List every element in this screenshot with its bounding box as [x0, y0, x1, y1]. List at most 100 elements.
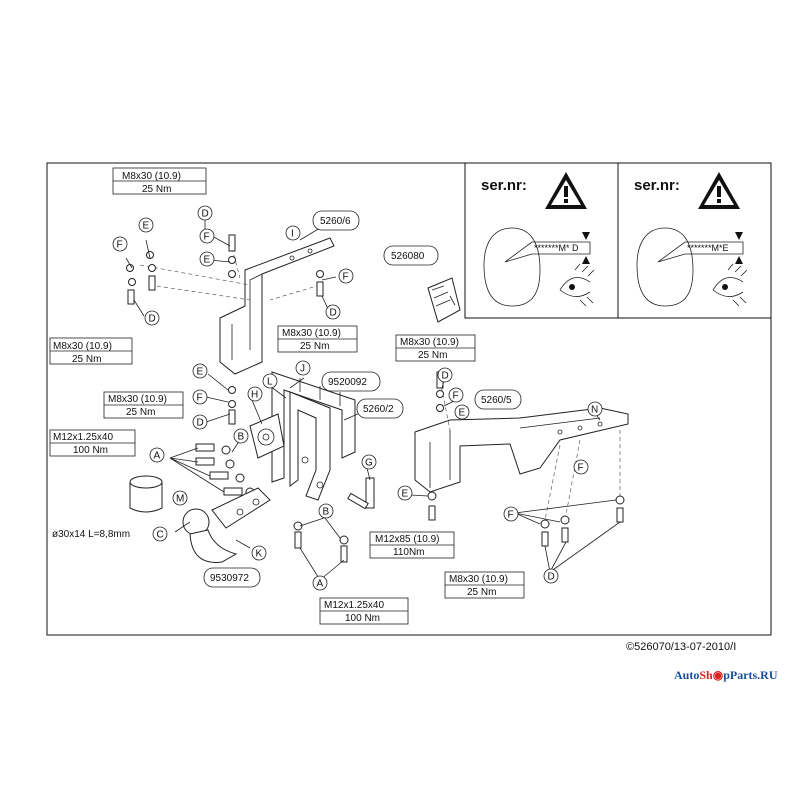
callout-F: F — [508, 510, 514, 521]
callout-F: F — [453, 391, 459, 402]
callout-H: H — [251, 390, 258, 401]
callout-A: A — [317, 579, 324, 590]
callout-F: F — [197, 393, 203, 404]
serial-label: ser.nr: — [481, 177, 527, 194]
callout-E: E — [402, 489, 409, 500]
callout-E: E — [143, 221, 150, 232]
svg-text:526080: 526080 — [391, 251, 425, 262]
svg-text:M8x30 (10.9): M8x30 (10.9) — [282, 328, 341, 339]
callout-D: D — [202, 209, 209, 220]
spec-m8-top: M8x30 (10.9) 25 Nm — [112, 167, 207, 195]
svg-text:25 Nm: 25 Nm — [467, 587, 496, 598]
callout-F: F — [578, 463, 584, 474]
warning-triangle-icon — [545, 172, 587, 209]
spec-m8-left-mid: M8x30 (10.9) 25 Nm — [103, 391, 184, 419]
svg-text:M12x85 (10.9): M12x85 (10.9) — [375, 534, 439, 545]
spec-ball: ø30x14 L=8,8mm — [52, 529, 130, 540]
callout-A: A — [154, 451, 161, 462]
eye-icon — [712, 263, 748, 307]
spec-m8-bottom-right: M8x30 (10.9) 25 Nm — [444, 571, 525, 599]
svg-text:M8x30 (10.9): M8x30 (10.9) — [122, 171, 181, 182]
callout-D: D — [548, 572, 555, 583]
callout-F: F — [343, 272, 349, 283]
part-label-5260-5: 5260/5 — [474, 389, 522, 410]
svg-text:M12x1.25x40: M12x1.25x40 — [324, 600, 384, 611]
spec-m12x85: M12x85 (10.9) 110Nm — [369, 531, 455, 559]
watermark-part-1: Auto — [674, 668, 700, 682]
watermark-o-icon: ◉ — [712, 668, 724, 682]
callout-D: D — [442, 371, 449, 382]
serial-code: *******M* D — [534, 243, 579, 253]
callout-D: D — [149, 314, 156, 325]
callout-B: B — [323, 507, 330, 518]
serial-label: ser.nr: — [634, 177, 680, 194]
callout-E: E — [204, 255, 211, 266]
bracket-5260-5 — [414, 407, 629, 493]
callout-D: D — [330, 308, 337, 319]
warning-triangle-icon — [698, 172, 740, 209]
spec-m8-right-top: M8x30 (10.9) 25 Nm — [395, 334, 476, 362]
callout-E: E — [197, 367, 204, 378]
svg-text:25 Nm: 25 Nm — [142, 184, 171, 195]
site-watermark: AutoSh◉pParts.RU — [674, 668, 778, 683]
part-label-526080: 526080 — [383, 245, 439, 266]
ball-cap — [129, 475, 163, 513]
fastener-group-bottom — [293, 477, 375, 563]
warning-panel-d: ser.nr: *******M* D — [464, 162, 619, 319]
frame-9520092 — [271, 371, 356, 501]
svg-text:M12x1.25x40: M12x1.25x40 — [53, 432, 113, 443]
tow-ball-9530972 — [182, 487, 271, 563]
callout-C: C — [157, 530, 164, 541]
socket-plate — [249, 413, 285, 459]
plate-526080 — [427, 277, 461, 323]
svg-text:100 Nm: 100 Nm — [345, 613, 380, 624]
bracket-5260-6 — [219, 237, 335, 375]
svg-text:M8x30 (10.9): M8x30 (10.9) — [449, 574, 508, 585]
svg-text:100 Nm: 100 Nm — [73, 445, 108, 456]
spec-m8-mid-top: M8x30 (10.9) 25 Nm — [277, 325, 358, 353]
callout-J: J — [300, 364, 305, 375]
svg-text:25 Nm: 25 Nm — [72, 354, 101, 365]
svg-text:5260/6: 5260/6 — [320, 216, 351, 227]
svg-text:110Nm: 110Nm — [393, 547, 425, 558]
callout-K: K — [256, 549, 263, 560]
warning-panel-e: ser.nr: *******M*E — [617, 162, 772, 319]
callout-B: B — [238, 432, 245, 443]
part-label-5260-2: 5260/2 — [356, 398, 404, 419]
spec-m12-left: M12x1.25x40 100 Nm — [49, 429, 136, 457]
svg-text:ø30x14 L=8,8mm: ø30x14 L=8,8mm — [52, 529, 130, 540]
part-label-9520092: 9520092 — [321, 371, 381, 392]
leader-lines — [125, 213, 621, 581]
svg-text:25 Nm: 25 Nm — [418, 350, 447, 361]
callout-I: I — [291, 229, 294, 240]
part-label-9530972: 9530972 — [203, 567, 261, 588]
svg-text:9530972: 9530972 — [210, 573, 249, 584]
svg-text:M8x30 (10.9): M8x30 (10.9) — [108, 394, 167, 405]
callout-D: D — [197, 418, 204, 429]
callout-L: L — [267, 377, 273, 388]
svg-text:9520092: 9520092 — [328, 377, 367, 388]
svg-text:25 Nm: 25 Nm — [300, 341, 329, 352]
watermark-part-3: pParts.RU — [723, 668, 778, 682]
copyright-note: ©526070/13-07-2010/I — [626, 641, 737, 653]
spec-m12-bottom: M12x1.25x40 100 Nm — [319, 597, 409, 625]
watermark-part-2: Sh — [699, 668, 713, 682]
callout-G: G — [365, 458, 373, 469]
spec-m8-left: M8x30 (10.9) 25 Nm — [49, 337, 133, 365]
svg-text:5260/2: 5260/2 — [363, 404, 394, 415]
callout-N: N — [591, 405, 598, 416]
callout-M: M — [176, 494, 184, 505]
eye-icon — [559, 263, 595, 307]
svg-text:M8x30 (10.9): M8x30 (10.9) — [400, 337, 459, 348]
svg-text:M8x30 (10.9): M8x30 (10.9) — [53, 341, 112, 352]
fastener-group-upper — [126, 234, 324, 305]
part-label-5260-6: 5260/6 — [312, 210, 360, 231]
svg-text:25 Nm: 25 Nm — [126, 407, 155, 418]
callout-F: F — [117, 240, 123, 251]
serial-code: *******M*E — [687, 243, 729, 253]
callout-letters: D E F F E I F D D E F D H B A M C K L J … — [112, 205, 603, 591]
diagram-frame — [46, 162, 772, 636]
svg-text:5260/5: 5260/5 — [481, 395, 512, 406]
callout-E: E — [459, 408, 466, 419]
